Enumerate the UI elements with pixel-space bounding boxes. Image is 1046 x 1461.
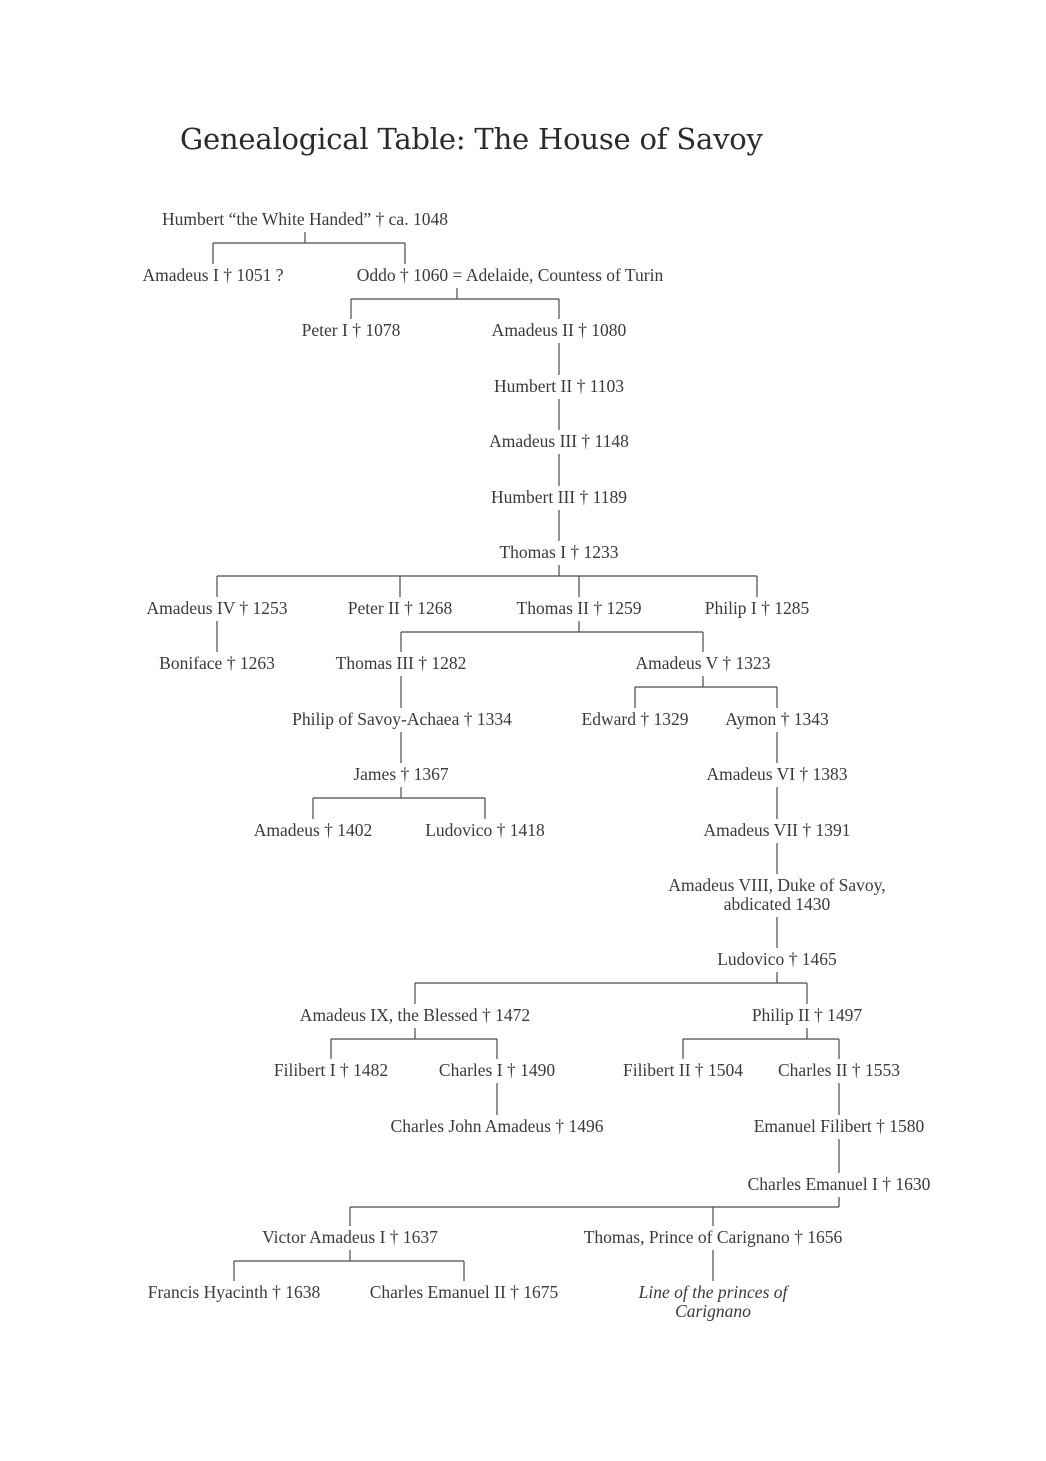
person-amadeus-ix: Amadeus IX, the Blessed † 1472 xyxy=(299,1005,531,1025)
person-amadeus-vi: Amadeus VI † 1383 xyxy=(706,764,848,784)
person-humbert-white-handed: Humbert “the White Handed” † ca. 1048 xyxy=(162,209,448,229)
person-amadeus-1402: Amadeus † 1402 xyxy=(253,820,373,840)
person-thomas-i: Thomas I † 1233 xyxy=(499,542,619,562)
person-amadeus-vii: Amadeus VII † 1391 xyxy=(703,820,851,840)
person-charles-i: Charles I † 1490 xyxy=(438,1060,556,1080)
person-boniface: Boniface † 1263 xyxy=(159,653,275,673)
person-amadeus-i: Amadeus I † 1051 ? xyxy=(142,265,284,285)
person-amadeus-iii: Amadeus III † 1148 xyxy=(489,431,629,451)
person-amadeus-ii: Amadeus II † 1080 xyxy=(491,320,627,340)
person-victor-amadeus-i: Victor Amadeus I † 1637 xyxy=(262,1227,438,1247)
person-peter-ii: Peter II † 1268 xyxy=(347,598,453,618)
person-charles-john-amadeus: Charles John Amadeus † 1496 xyxy=(390,1116,604,1136)
person-thomas-ii: Thomas II † 1259 xyxy=(516,598,642,618)
person-humbert-iii: Humbert III † 1189 xyxy=(491,487,627,507)
person-philip-i: Philip I † 1285 xyxy=(704,598,810,618)
person-amadeus-viii: Amadeus VIII, Duke of Savoy,abdicated 14… xyxy=(668,875,886,914)
person-thomas-carignano: Thomas, Prince of Carignano † 1656 xyxy=(583,1227,843,1247)
person-filibert-ii: Filibert II † 1504 xyxy=(622,1060,744,1080)
person-humbert-ii: Humbert II † 1103 xyxy=(493,376,625,396)
person-ludovico-1465: Ludovico † 1465 xyxy=(717,949,837,969)
person-edward: Edward † 1329 xyxy=(581,709,689,729)
person-charles-emanuel-i: Charles Emanuel I † 1630 xyxy=(747,1174,931,1194)
person-peter-i: Peter I † 1078 xyxy=(301,320,401,340)
person-amadeus-iv: Amadeus IV † 1253 xyxy=(146,598,288,618)
person-thomas-iii: Thomas III † 1282 xyxy=(335,653,467,673)
person-philip-savoy-achaea: Philip of Savoy-Achaea † 1334 xyxy=(292,709,512,729)
person-philip-ii: Philip II † 1497 xyxy=(751,1005,863,1025)
page-title: Genealogical Table: The House of Savoy xyxy=(180,122,763,156)
person-francis-hyacinth: Francis Hyacinth † 1638 xyxy=(147,1282,321,1302)
person-charles-emanuel-ii: Charles Emanuel II † 1675 xyxy=(369,1282,559,1302)
person-aymon: Aymon † 1343 xyxy=(725,709,829,729)
person-filibert-i: Filibert I † 1482 xyxy=(273,1060,389,1080)
person-charles-ii: Charles II † 1553 xyxy=(778,1060,900,1080)
person-ludovico-1418: Ludovico † 1418 xyxy=(425,820,545,840)
person-amadeus-v: Amadeus V † 1323 xyxy=(635,653,771,673)
person-james: James † 1367 xyxy=(353,764,449,784)
person-oddo: Oddo † 1060 = Adelaide, Countess of Turi… xyxy=(356,265,664,285)
person-emanuel-filibert: Emanuel Filibert † 1580 xyxy=(753,1116,925,1136)
